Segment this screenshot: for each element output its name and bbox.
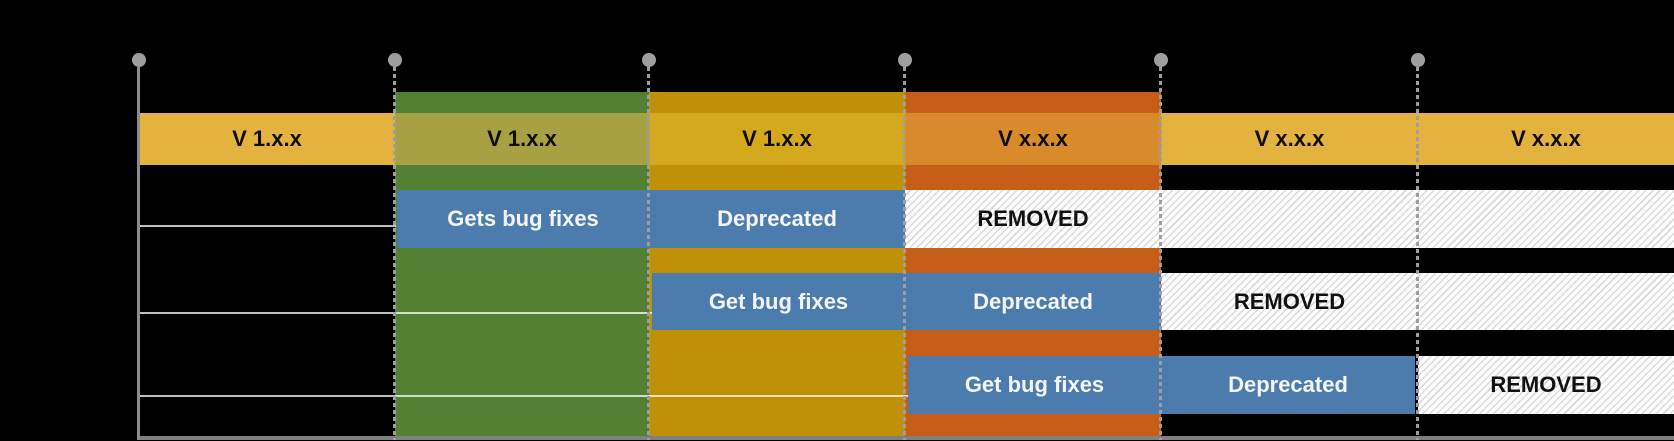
version-band-segment: V 1.x.x	[395, 113, 649, 165]
version-label: V 1.x.x	[232, 126, 302, 151]
gridline-row-3	[139, 395, 908, 397]
version-band-segment: V x.x.x	[1418, 113, 1674, 165]
bugfix-label: Gets bug fixes	[447, 206, 599, 231]
version-label: V 1.x.x	[487, 126, 557, 151]
deprecated-band: Deprecated	[1161, 356, 1415, 414]
version-band-segment: V x.x.x	[1161, 113, 1418, 165]
bugfix-label: Get bug fixes	[708, 288, 849, 314]
removed-band: REMOVED	[905, 190, 1674, 248]
deprecated-band: Deprecated	[649, 190, 905, 248]
bugfix-label: Get bug fixes	[964, 372, 1105, 397]
version-band-segment: V 1.x.x	[649, 113, 905, 165]
timeline-marker-dot-icon	[642, 53, 656, 67]
version-band-segment: V 1.x.x	[139, 113, 395, 165]
timeline-line	[137, 67, 140, 440]
timeline-line-dotted	[903, 67, 906, 440]
timeline-line-dotted	[647, 67, 650, 440]
removed-label: REMOVED	[977, 206, 1089, 231]
timeline-marker-dot-icon	[898, 53, 912, 67]
version-label: V x.x.x	[1511, 126, 1581, 151]
bugfix-band: Gets bug fixes	[397, 190, 649, 248]
bugfix-band: Get bug fixes	[652, 273, 905, 330]
timeline-line-dotted	[1159, 67, 1162, 440]
gridline-row-1	[139, 225, 396, 227]
deprecated-label: Deprecated	[1228, 372, 1348, 397]
removed-label: REMOVED	[1233, 288, 1346, 314]
version-label: V x.x.x	[1254, 126, 1325, 151]
timeline-marker-dot-icon	[132, 53, 146, 67]
version-band-segment: V x.x.x	[905, 113, 1161, 165]
removed-band: REMOVED	[1418, 356, 1674, 414]
timeline-marker-dot-icon	[1154, 53, 1168, 67]
removed-label: REMOVED	[1490, 372, 1602, 397]
timeline-marker-dot-icon	[388, 53, 402, 67]
timeline-marker-dot-icon	[1411, 53, 1425, 67]
timeline-line-dotted	[1416, 67, 1419, 440]
deprecated-band: Deprecated	[905, 273, 1161, 330]
deprecated-label: Deprecated	[717, 206, 837, 231]
version-label: V x.x.x	[998, 126, 1068, 151]
bugfix-band: Get bug fixes	[908, 356, 1161, 414]
deprecated-label: Deprecated	[973, 288, 1093, 314]
timeline-line-dotted	[393, 67, 396, 440]
version-label: V 1.x.x	[742, 126, 812, 151]
